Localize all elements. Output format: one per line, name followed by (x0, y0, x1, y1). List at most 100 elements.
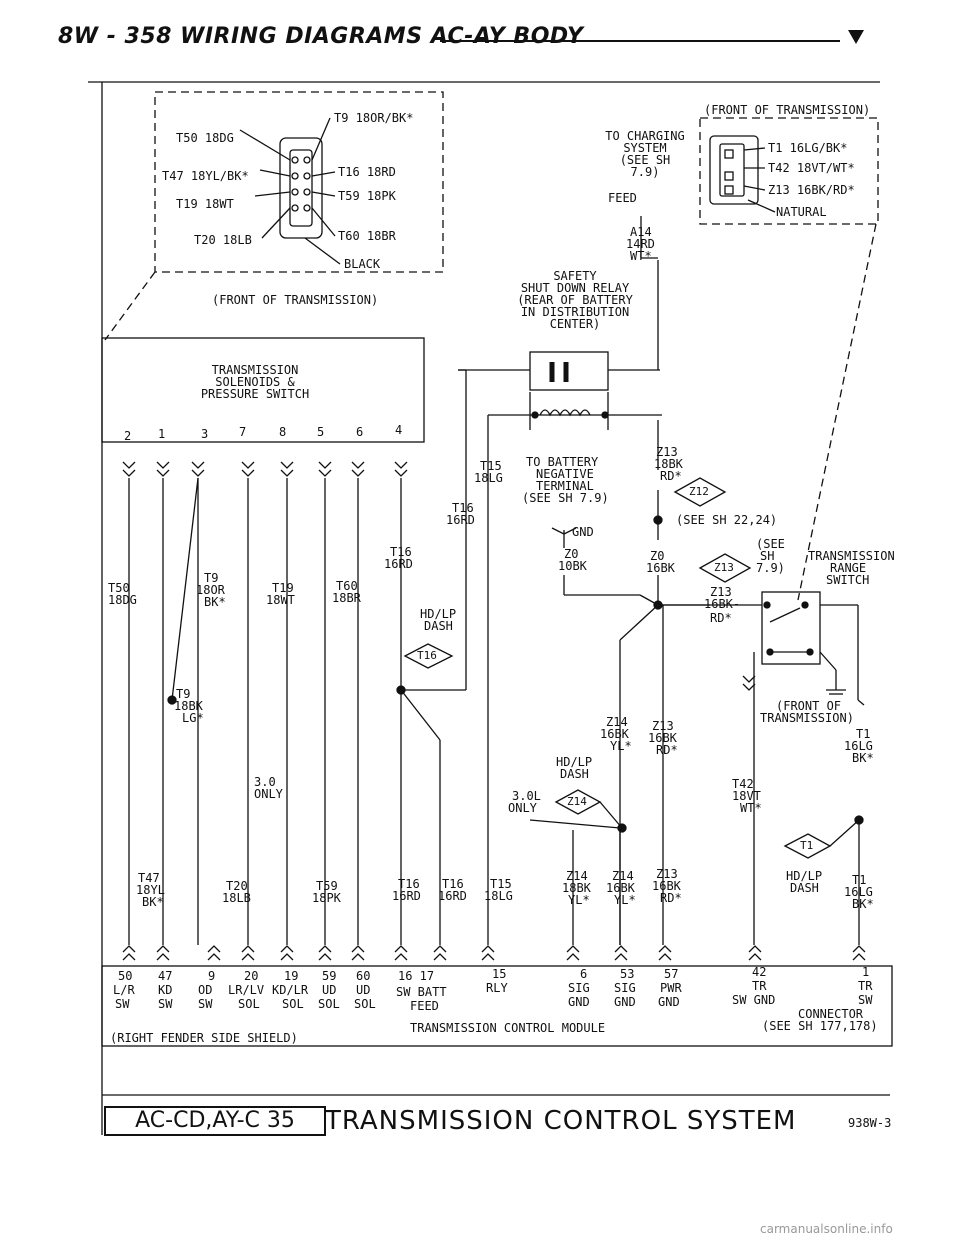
rs-t42-2: 18VT (732, 789, 761, 803)
right-connector-box (699, 117, 879, 601)
w-t9a-b: 18OR (196, 583, 225, 597)
tcm-pin-15: 15 (492, 967, 507, 981)
tcm-pin-42-l2: SW GND (732, 993, 776, 1007)
tcm-pin-9: 9 (208, 969, 216, 983)
connector-note-1: CONNECTOR (798, 1007, 864, 1021)
w-t16a-b: 16RD (384, 557, 413, 571)
range-1: TRANSMISSION (808, 549, 895, 563)
tcm-pin-42: 42 (752, 965, 767, 979)
z13b-1: Z13 (710, 585, 732, 599)
w-t15-b: 18LG (474, 471, 503, 485)
pin-t1: T1 16LG/BK* (768, 141, 848, 155)
tcm-pin-50: 50 (118, 969, 133, 983)
z13b-2: 16BK- (704, 597, 741, 611)
w-hdlp1-a: HD/LP (420, 607, 457, 621)
z0a-1: Z0 (564, 547, 579, 561)
tcm-shield: (RIGHT FENDER SIDE SHIELD) (110, 1031, 298, 1045)
z14a-2: 16BK (600, 727, 629, 741)
feed-label: FEED (608, 191, 637, 205)
w-t9a-a: T9 (204, 571, 219, 585)
z13a-2: 18BK (654, 457, 683, 471)
to-charging-1: TO CHARGING (605, 129, 685, 143)
z0a-2: 10BK (558, 559, 587, 573)
z13a-3: RD* (660, 469, 682, 483)
z13d-1: Z13 (656, 867, 678, 881)
rs-hdlp-1: HD/LP (786, 869, 823, 883)
z13d-3: RD* (660, 891, 682, 905)
top-chevrons (122, 461, 756, 691)
right-connector-body (709, 135, 776, 213)
z0b-1: Z0 (650, 549, 665, 563)
sol-pin-5: 5 (317, 425, 325, 439)
to-battery-4: (SEE SH 7.9) (522, 491, 609, 505)
tcm-pin-20: 20 (244, 969, 259, 983)
pin-t20: T20 18LB (194, 233, 252, 247)
diagram-frame (88, 81, 890, 1135)
w-t19-a: T19 (272, 581, 294, 595)
watermark: carmanualsonline.info (760, 1222, 893, 1236)
tcm-pin-20-l2: SOL (238, 997, 260, 1011)
w-t16d-a: T16 (442, 877, 464, 891)
w-t9b-c: LG* (182, 711, 204, 725)
w-t15b-b: 18LG (484, 889, 513, 903)
pin-t47: T47 18YL/BK* (162, 169, 249, 183)
tcm-pin-59-l1: UD (322, 983, 337, 997)
relay-1: SAFETY (553, 269, 597, 283)
splice-z14: Z14 (567, 795, 587, 808)
only30b-1: 3.0L (512, 789, 541, 803)
mid-hdlp-1: HD/LP (556, 755, 593, 769)
see-sh2-1: (SEE (756, 537, 785, 551)
w-t59-b: 18PK (312, 891, 341, 905)
w-t16b-a: T16 (452, 501, 474, 515)
tcm-pin-19-l2: SOL (282, 997, 304, 1011)
tcm-pin-53-l1: SIG (614, 981, 636, 995)
tcm-pin-20-l1: LR/LV (228, 983, 265, 997)
footer-title: TRANSMISSION CONTROL SYSTEM (325, 1106, 797, 1136)
w-t9a-c: BK* (204, 595, 226, 609)
w-t15-a: T15 (480, 459, 502, 473)
splice-t1: T1 (800, 839, 814, 852)
a14-3: WT* (630, 249, 652, 263)
bottom-chevrons (122, 945, 866, 961)
tcm-pin-57: 57 (664, 967, 679, 981)
left-connector-location: (FRONT OF TRANSMISSION) (212, 293, 379, 307)
tcm-pin-6-l1: SIG (568, 981, 590, 995)
to-charging-2: SYSTEM (623, 141, 667, 155)
safety-relay (458, 260, 662, 430)
rs-t1b-3: BK* (852, 897, 874, 911)
rs-t1b-1: T1 (852, 873, 867, 887)
see-sh2-2: SH (760, 549, 775, 563)
pin-t42: T42 18VT/WT* (768, 161, 855, 175)
z13a-1: Z13 (656, 445, 678, 459)
z0b-2: 16BK (646, 561, 675, 575)
w-only30a-b: ONLY (254, 787, 283, 801)
tcm-swbatt: SW BATT (396, 985, 447, 999)
w-t16b-b: 16RD (446, 513, 475, 527)
range-switch (658, 591, 865, 945)
w-t20-a: T20 (226, 879, 248, 893)
w-t16c-a: T16 (398, 877, 420, 891)
tcm-pin-60: 60 (356, 969, 371, 983)
w-t16d-b: 16RD (438, 889, 467, 903)
solenoid-title-3: PRESSURE SWITCH (200, 387, 310, 401)
tcm-pin-50-l2: SW (115, 997, 130, 1011)
sol-pin-4: 4 (395, 423, 403, 437)
rs-front-2: TRANSMISSION) (760, 711, 854, 725)
tcm-pin-57-l1: PWR (660, 981, 682, 995)
rs-t42-1: T42 (732, 777, 754, 791)
to-charging-3: (SEE SH (619, 153, 671, 167)
mid-hdlp-2: DASH (560, 767, 589, 781)
header-rule (440, 40, 840, 42)
tcm-pin-60-l1: UD (356, 983, 371, 997)
solenoid-box (101, 337, 425, 443)
right-connector-location: (FRONT OF TRANSMISSION) (704, 103, 871, 117)
rs-t1b-2: 16LG (844, 885, 873, 899)
z13c-2: 16BK (648, 731, 677, 745)
solenoid-title-2: SOLENOIDS & (215, 375, 295, 389)
lower-wires (572, 830, 621, 945)
pin-t60: T60 18BR (338, 229, 396, 243)
w-t47-c: BK* (142, 895, 164, 909)
tcm-pin-9-l1: OD (198, 983, 213, 997)
splice-t16: T16 (417, 649, 437, 662)
pin-t19: T19 18WT (176, 197, 234, 211)
